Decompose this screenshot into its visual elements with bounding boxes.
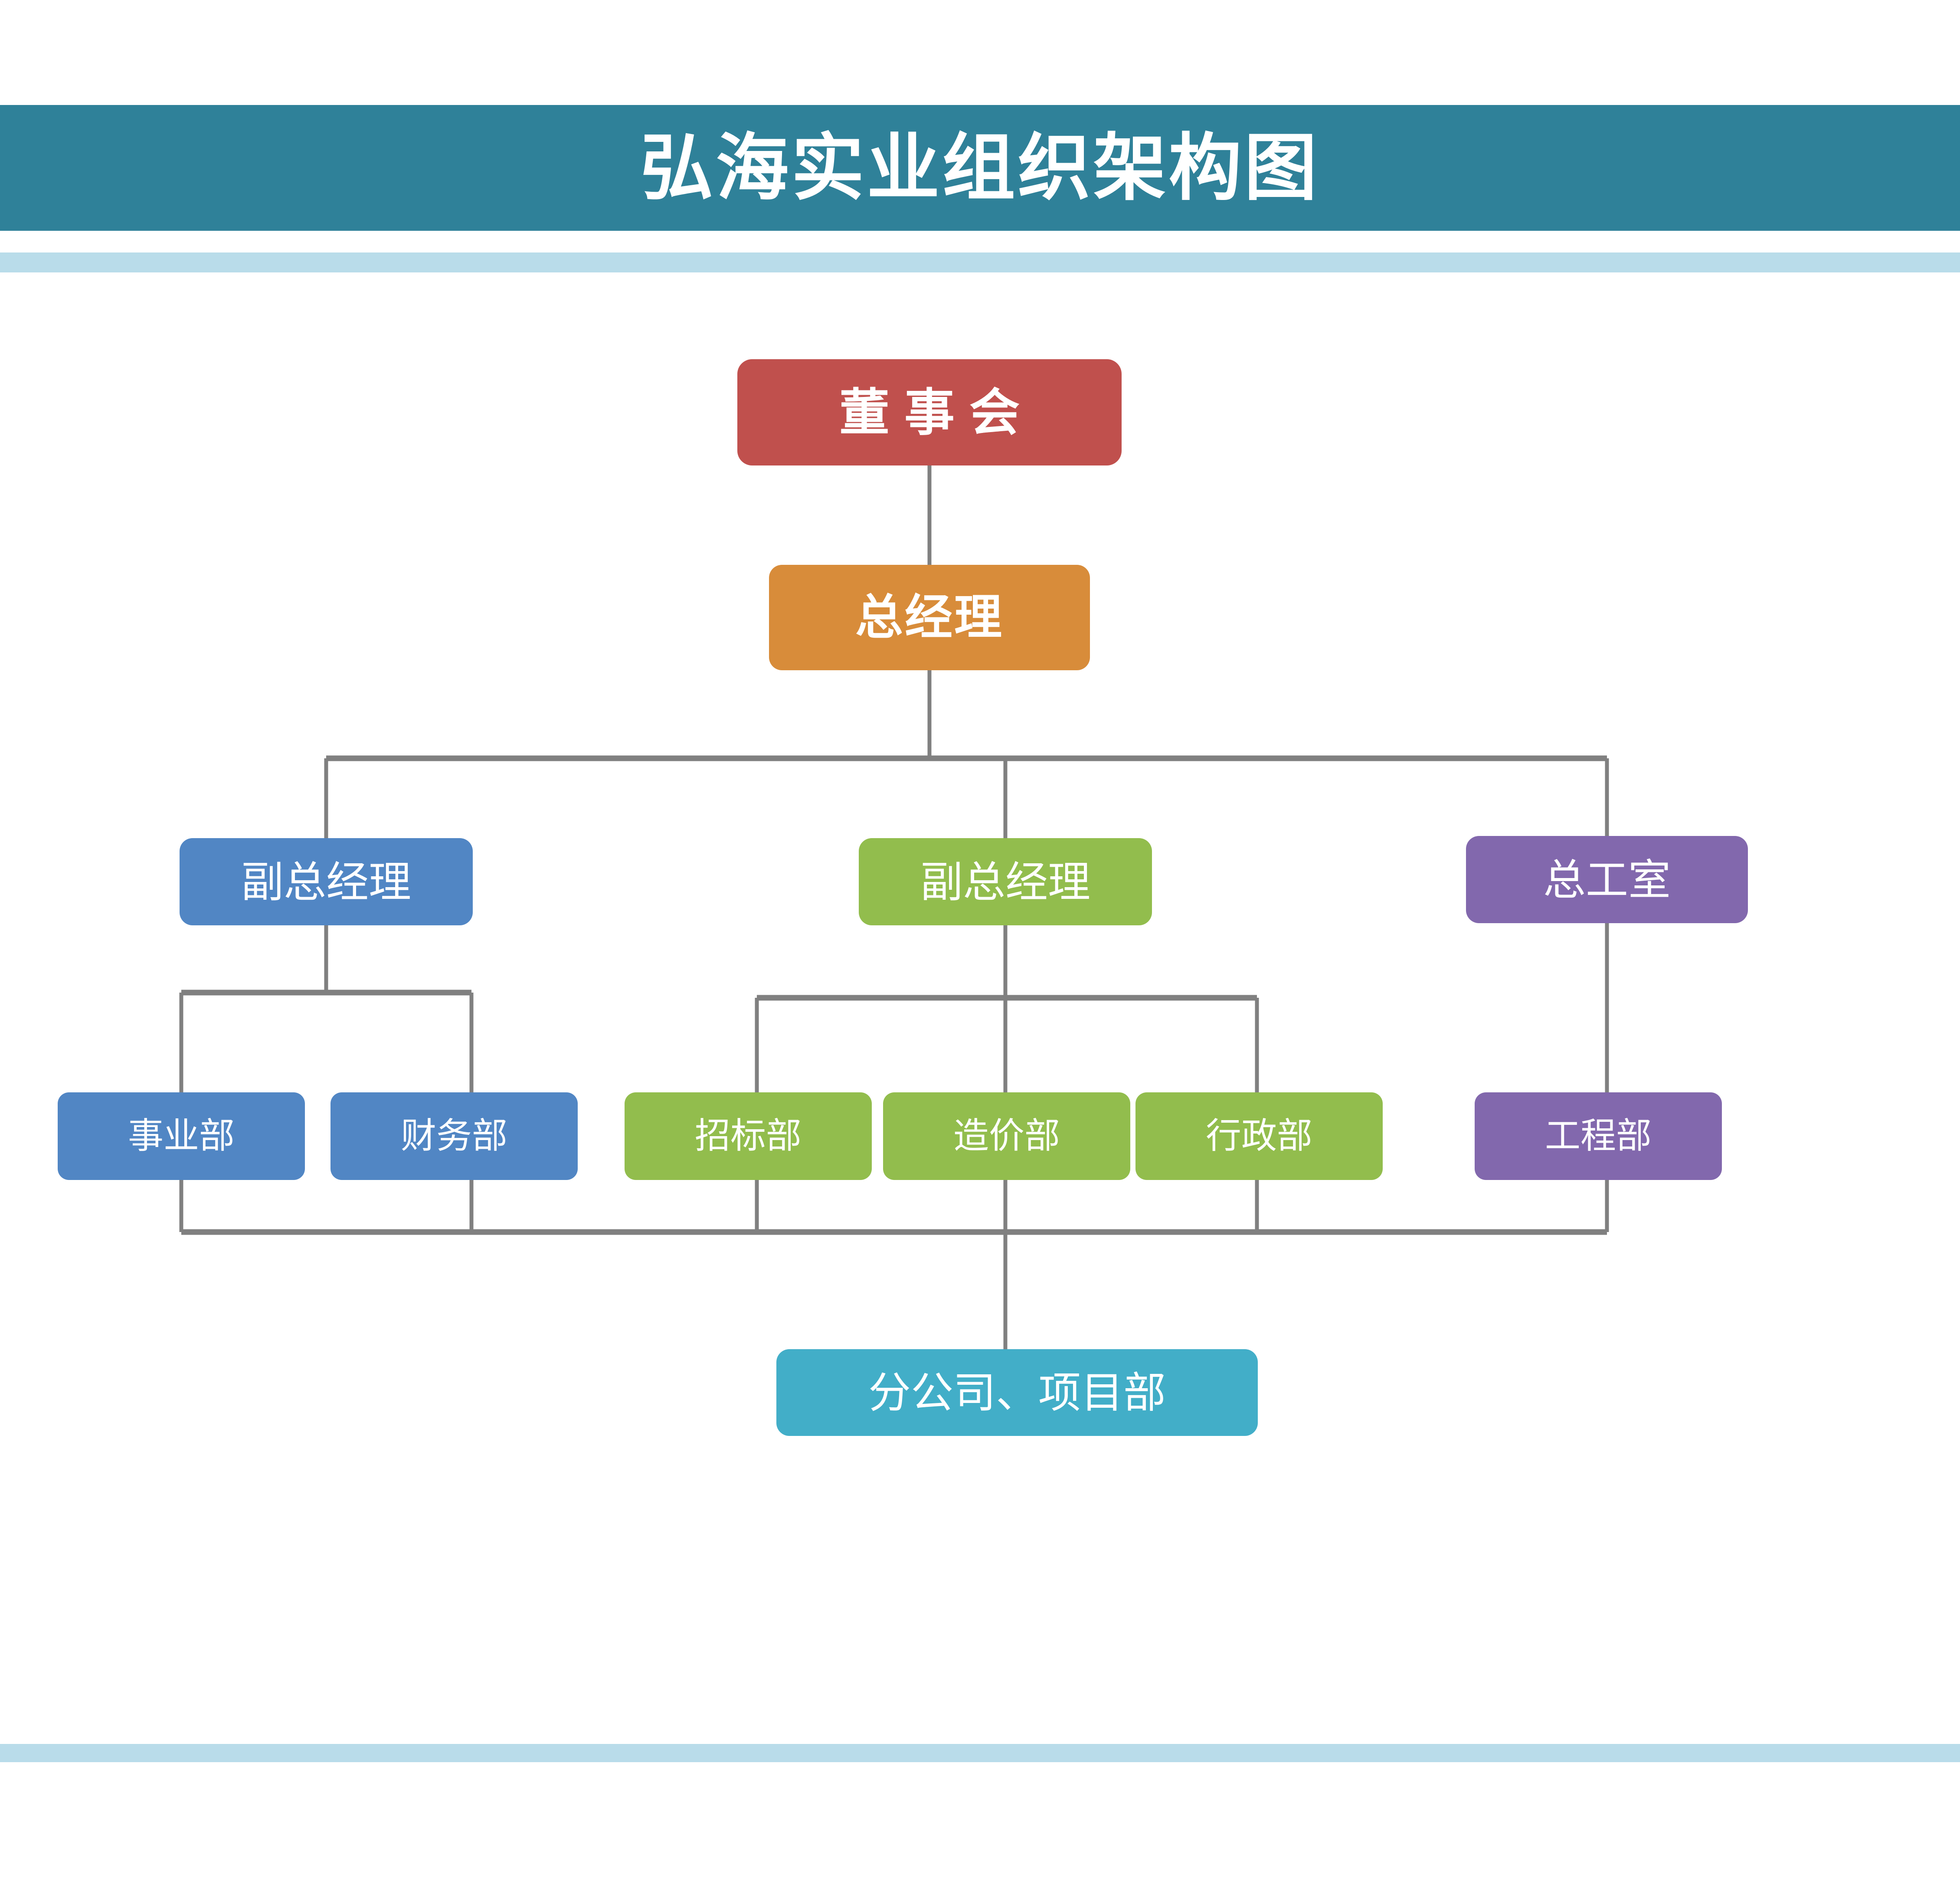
node-label: 总工室 [1543, 855, 1671, 904]
node-label: 副总经理 [241, 858, 411, 906]
node-label: 招标部 [694, 1116, 802, 1156]
node-chief-engineer-office[interactable]: 总工室 [1466, 836, 1748, 923]
header-band [0, 105, 1960, 231]
page-title: 弘海实业组织架构图 [640, 127, 1320, 209]
node-vice-general-manager-1[interactable]: 副总经理 [180, 838, 473, 925]
header-accent-band [0, 252, 1960, 272]
node-label: 行政部 [1205, 1116, 1312, 1156]
node-vice-general-manager-2[interactable]: 副总经理 [859, 838, 1152, 925]
node-board-of-directors[interactable]: 董事会 [737, 359, 1122, 465]
node-branches-and-project-departments[interactable]: 分公司、项目部 [776, 1349, 1258, 1436]
node-engineering-department[interactable]: 工程部 [1475, 1092, 1722, 1180]
node-label: 副总经理 [920, 858, 1090, 906]
node-label: 分公司、项目部 [868, 1369, 1166, 1416]
node-label: 总经理 [855, 590, 1004, 644]
node-administration-department[interactable]: 行政部 [1135, 1092, 1383, 1180]
node-business-department[interactable]: 事业部 [58, 1092, 305, 1180]
node-bidding-department[interactable]: 招标部 [625, 1092, 872, 1180]
node-general-manager[interactable]: 总经理 [769, 565, 1090, 670]
node-label: 工程部 [1544, 1116, 1652, 1156]
footer-accent-band [0, 1744, 1960, 1762]
node-label: 造价部 [953, 1116, 1060, 1156]
node-label: 财务部 [400, 1116, 507, 1156]
node-label: 事业部 [128, 1116, 235, 1156]
node-label: 董事会 [839, 384, 1034, 441]
node-cost-department[interactable]: 造价部 [883, 1092, 1130, 1180]
node-finance-department[interactable]: 财务部 [330, 1092, 578, 1180]
